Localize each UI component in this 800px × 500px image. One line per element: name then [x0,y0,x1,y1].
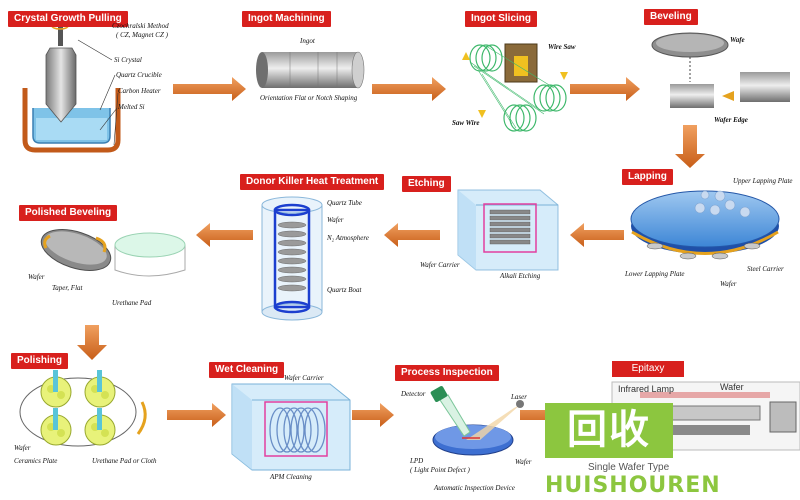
label-pi-wafer: Wafer [515,458,532,466]
crystal-growth-illustration [22,22,121,153]
label-steel-carrier: Steel Carrier [747,265,784,273]
flow-arrow-7 [196,223,253,247]
label-quartz-tube: Quartz Tube [327,199,362,207]
label-alkali-etching: Alkali Etching [500,272,541,280]
label-epitaxy-wafer: Wafer [720,382,744,392]
flow-arrow-8 [77,325,107,360]
label-laser: Laser [511,393,527,401]
step-title-beveling: Beveling [644,9,698,25]
label-infrared-lamp: Infrared Lamp [618,384,675,394]
heat-treatment-illustration [261,196,323,321]
label-apm-cleaning: APM Cleaning [270,473,312,481]
beveling-illustration [651,32,790,108]
label-upper-lapping-plate: Upper Lapping Plate [733,177,793,185]
wire-saw-illustration [462,43,568,132]
label-ceramics-plate: Ceramics Plate [14,457,58,465]
label-saw-wire: Saw Wire [452,119,480,127]
step-title-polishing: Polishing [11,353,68,369]
label-quartz-crucible: Quartz Crucible [116,71,162,79]
label-wire-saw: Wire Saw [548,43,576,51]
flow-arrow-2 [372,77,446,101]
label-cz-magnet-cz: ( CZ, Magnet CZ ) [116,31,168,39]
label-wafe: Wafe [730,36,745,44]
label-lpd: LPD [410,457,424,465]
label-lapping-wafer: Wafer [720,280,737,288]
step-title-donor-killer: Donor Killer Heat Treatment [240,174,385,190]
flow-arrow-3 [570,77,640,101]
label-si-crystal: Si Crystal [114,56,142,64]
flow-arrow-5 [570,223,624,247]
label-n2-atmosphere: N₂ Atmosphere [327,234,369,242]
step-title-crystal-growth: Crystal Growth Pulling [8,11,128,27]
step-title-epitaxy: Epitaxy [612,361,684,377]
label-orientation-flat: Orientation Flat or Notch Shaping [260,94,358,102]
label-pb-wafer: Wafer [28,273,45,281]
step-title-polished-beveling: Polished Beveling [19,205,118,221]
label-single-wafer-type: Single Wafer Type [588,462,670,473]
flow-arrow-9 [167,403,226,427]
step-title-process-inspection: Process Inspection [395,365,499,381]
label-taper-flat: Taper, Flat [52,284,83,292]
step-title-wet-cleaning: Wet Cleaning [209,362,285,378]
label-heat-wafer: Wafer [327,216,344,224]
step-title-ingot-machining: Ingot Machining [242,11,331,27]
label-automatic-inspection-device: Automatic Inspection Device [434,484,515,492]
flow-arrow-6 [384,223,440,247]
label-czochralski-method: Czochralski Method [112,22,169,30]
flow-arrow-4 [675,125,705,168]
label-polishing-wafer: Wafer [14,444,31,452]
label-etching-wafer-carrier: Wafer Carrier [420,261,460,269]
label-quartz-boat: Quartz Boat [327,286,362,294]
label-wc-wafer-carrier: Wafer Carrier [284,374,324,382]
flow-arrow-1 [173,77,246,101]
step-title-lapping: Lapping [622,169,673,185]
label-carbon-heater: Carbon Heater [118,87,161,95]
inspection-illustration [430,386,524,456]
flow-arrow-10 [352,403,394,427]
polished-beveling-illustration [40,229,186,277]
label-light-point-defect: ( Light Point Defect ) [410,466,470,474]
label-urethane-pad: Urethane Pad [112,299,152,307]
watermark: 回收 HUISHOUREN [545,403,800,500]
label-melted-si: Melted Si [118,103,145,111]
lapping-illustration [630,190,780,260]
etching-illustration [457,189,559,271]
label-urethane-pad-cloth: Urethane Pad or Cloth [92,457,157,465]
polishing-illustration [19,370,147,447]
wet-cleaning-illustration [231,383,351,471]
label-lower-lapping-plate: Lower Lapping Plate [625,270,685,278]
step-title-etching: Etching [402,176,451,192]
label-detector: Detector [401,390,426,398]
step-title-ingot-slicing: Ingot Slicing [465,11,537,27]
label-wafer-edge: Wafer Edge [714,116,748,124]
ingot-illustration [256,51,365,89]
watermark-word: HUISHOUREN [545,473,721,498]
watermark-logo: 回收 [545,403,673,458]
label-ingot: Ingot [300,37,315,45]
